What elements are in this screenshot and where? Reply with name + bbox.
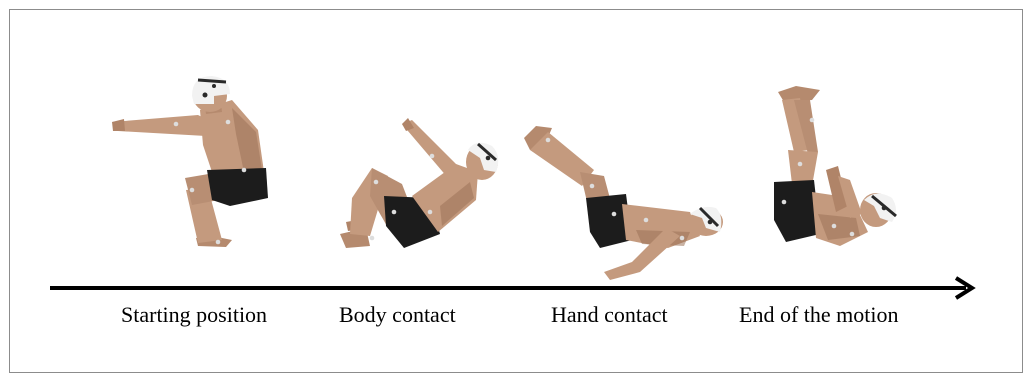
athlete-legs-up-figure: [774, 86, 896, 246]
phase-label-body-contact: Body contact: [339, 302, 456, 328]
athlete-rolling-figure: [340, 118, 498, 248]
phase-label-end-of-the-motion: End of the motion: [739, 302, 898, 328]
athlete-squat-figure: [112, 76, 268, 247]
athlete-back-figure: [524, 126, 723, 280]
phase-label-hand-contact: Hand contact: [551, 302, 668, 328]
timeline-arrow: [50, 278, 972, 298]
phase-label-starting-position: Starting position: [121, 302, 267, 328]
